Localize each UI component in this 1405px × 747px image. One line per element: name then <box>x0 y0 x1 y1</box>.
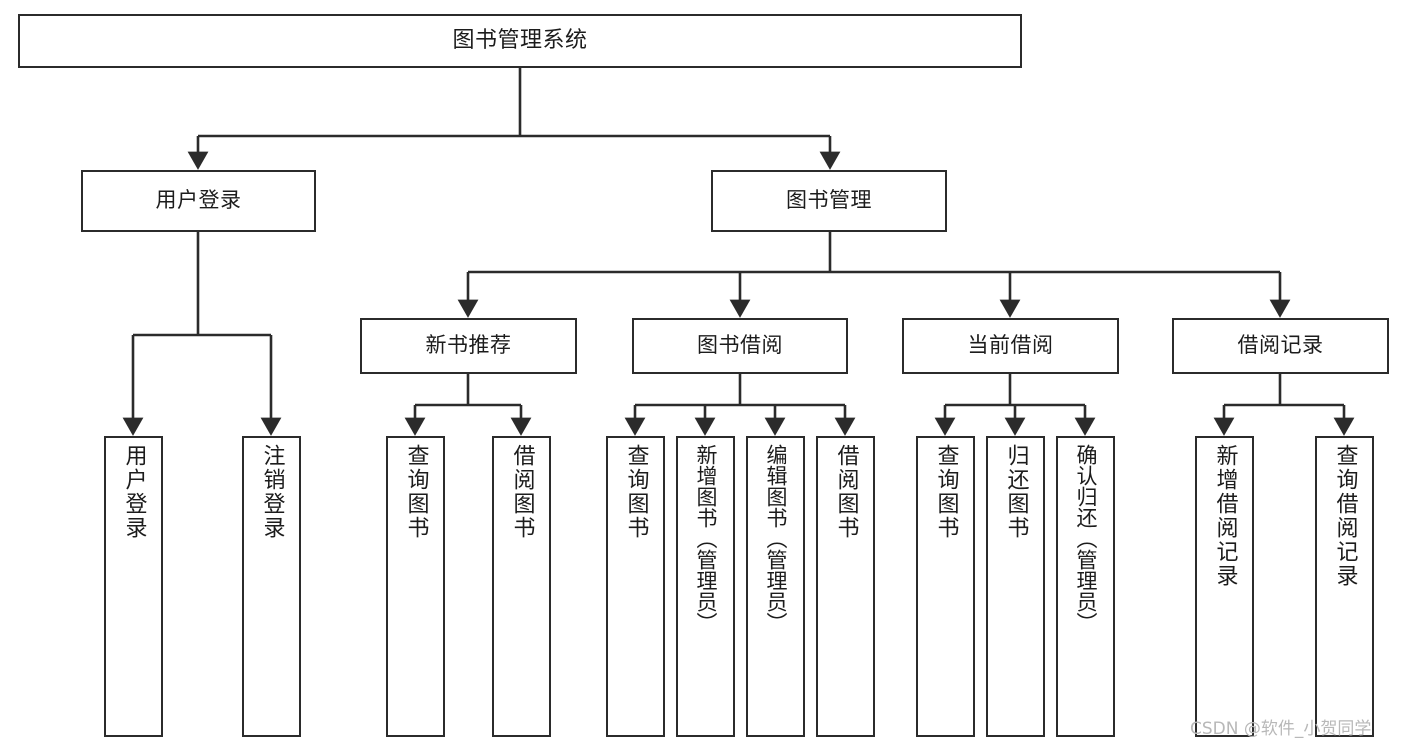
node-label: 借阅图书 <box>509 444 535 540</box>
node-user-login[interactable]: 用户登录 <box>81 170 316 232</box>
leaf-borrow-edit-book-admin[interactable]: 编辑图书（管理员） <box>746 436 805 737</box>
leaf-current-confirm-return-admin[interactable]: 确认归还（管理员） <box>1056 436 1115 737</box>
node-book-management[interactable]: 图书管理 <box>711 170 947 232</box>
watermark-text: CSDN @软件_小贺同学 <box>1190 719 1372 739</box>
leaf-current-query-book[interactable]: 查询图书 <box>916 436 975 737</box>
node-label: 图书管理 <box>786 188 872 213</box>
node-label: 借阅记录 <box>1237 333 1324 358</box>
leaf-user-login-login[interactable]: 用户登录 <box>104 436 163 737</box>
leaf-recommend-borrow-book[interactable]: 借阅图书 <box>492 436 551 737</box>
node-label: 查询图书 <box>933 444 959 540</box>
node-label: 确认归还（管理员） <box>1074 444 1098 633</box>
node-label: 新增图书（管理员） <box>694 444 718 633</box>
node-borrow-record[interactable]: 借阅记录 <box>1172 318 1389 374</box>
leaf-borrow-add-book-admin[interactable]: 新增图书（管理员） <box>676 436 735 737</box>
leaf-recommend-query-book[interactable]: 查询图书 <box>386 436 445 737</box>
node-label: 编辑图书（管理员） <box>764 444 788 633</box>
node-label: 图书借阅 <box>697 333 783 358</box>
node-label: 新增借阅记录 <box>1212 444 1238 588</box>
node-new-book-recommend[interactable]: 新书推荐 <box>360 318 577 374</box>
leaf-borrow-borrow-book[interactable]: 借阅图书 <box>816 436 875 737</box>
node-label: 用户登录 <box>155 188 242 213</box>
node-current-borrow[interactable]: 当前借阅 <box>902 318 1119 374</box>
node-root-system[interactable]: 图书管理系统 <box>18 14 1022 68</box>
node-label: 注销登录 <box>259 444 285 540</box>
node-label: 用户登录 <box>121 444 147 540</box>
leaf-record-add-record[interactable]: 新增借阅记录 <box>1195 436 1254 737</box>
leaf-current-return-book[interactable]: 归还图书 <box>986 436 1045 737</box>
node-label: 查询图书 <box>403 444 429 540</box>
node-label: 查询图书 <box>623 444 649 540</box>
node-label: 新书推荐 <box>425 333 512 358</box>
leaf-record-query-record[interactable]: 查询借阅记录 <box>1315 436 1374 737</box>
node-label: 归还图书 <box>1003 444 1029 540</box>
node-label: 查询借阅记录 <box>1332 444 1358 588</box>
node-book-borrow[interactable]: 图书借阅 <box>632 318 848 374</box>
node-label: 借阅图书 <box>833 444 859 540</box>
leaf-user-login-logout[interactable]: 注销登录 <box>242 436 301 737</box>
node-label: 图书管理系统 <box>452 27 588 53</box>
node-label: 当前借阅 <box>967 333 1054 358</box>
leaf-borrow-query-book[interactable]: 查询图书 <box>606 436 665 737</box>
